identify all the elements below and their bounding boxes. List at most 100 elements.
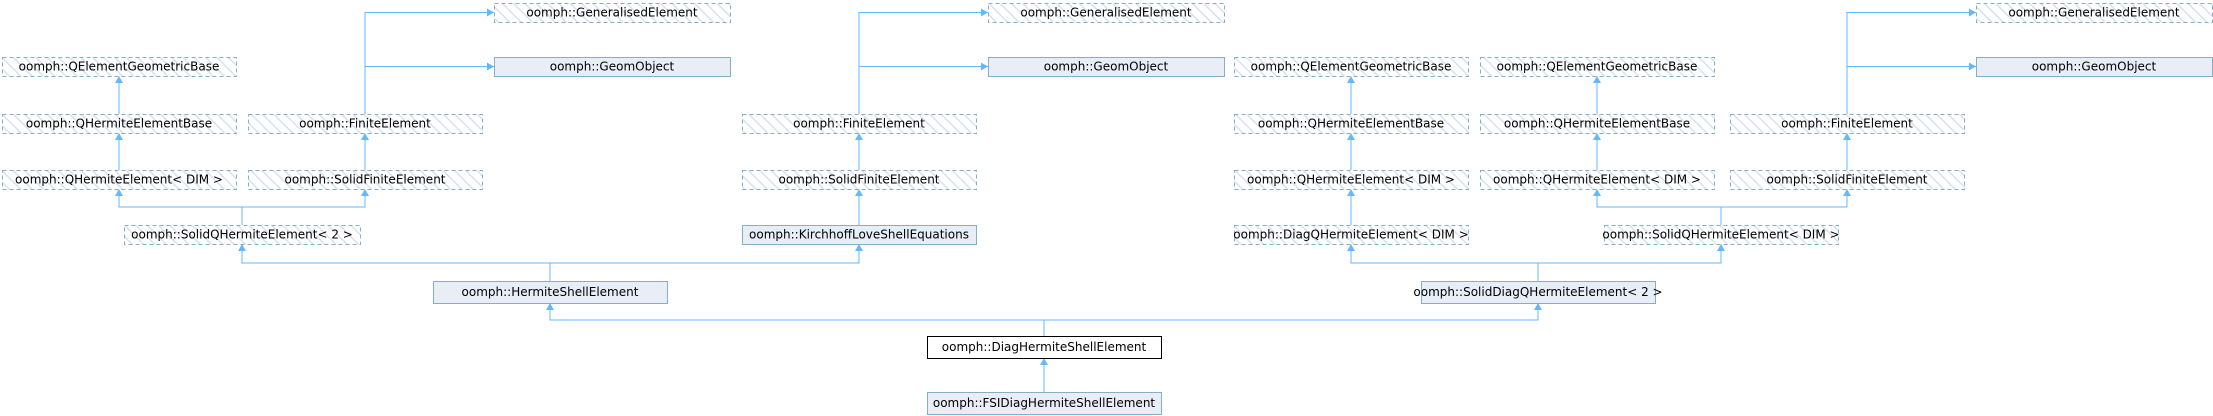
class-node-box [742,225,977,245]
class-node-label: oomph::QElementGeometricBase [19,60,220,74]
arrowhead-qheb2-to-qegb2 [1347,76,1355,83]
class-node-fe2[interactable]: oomph::FiniteElement [742,114,977,134]
class-node-ge2[interactable]: oomph::GeneralisedElement [988,3,1225,23]
class-node-label: oomph::FSIDiagHermiteShellElement [933,396,1156,410]
class-node-box [1234,225,1469,245]
class-node-dhse[interactable]: oomph::DiagHermiteShellElement [927,336,1162,359]
arrowhead-dqhe-to-qhe2 [1347,189,1355,196]
arrowhead-dhse-to-hse [546,303,554,310]
class-node-qhe1[interactable]: oomph::QHermiteElement< DIM > [2,170,237,190]
class-node-label: oomph::SolidQHermiteElement< 2 > [131,228,353,242]
arrowhead-qheb3-to-qegb3 [1593,76,1601,83]
class-node-box [1480,114,1715,134]
class-node-label: oomph::DiagHermiteShellElement [942,340,1147,354]
class-node-box [124,225,361,245]
class-node-label: oomph::SolidFiniteElement [779,173,940,187]
class-node-box [494,3,731,23]
class-node-go1[interactable]: oomph::GeomObject [494,57,731,77]
class-node-dqhe[interactable]: oomph::DiagQHermiteElement< DIM > [1233,225,1469,245]
arrowhead-klse-to-sfe2 [855,189,863,196]
class-node-box [742,170,977,190]
class-node-ge1[interactable]: oomph::GeneralisedElement [494,3,731,23]
arrowhead-sqhed-to-qhe3 [1593,189,1601,196]
class-node-label: oomph::DiagQHermiteElement< DIM > [1233,228,1468,242]
class-node-fe3[interactable]: oomph::FiniteElement [1730,114,1965,134]
class-node-sfe2[interactable]: oomph::SolidFiniteElement [742,170,977,190]
arrowhead-fe1-to-go1 [487,62,494,71]
class-node-box [433,281,668,304]
arrowhead-sfe1-to-fe1 [361,133,369,140]
edge-fe1-to-go1 [364,66,494,114]
inheritance-edges [115,8,1976,392]
edge-dhse-to-hse [549,303,1045,336]
edge-fe2-to-go2 [858,66,988,114]
class-node-qhe3[interactable]: oomph::QHermiteElement< DIM > [1480,170,1715,190]
edge-fe2-to-ge2 [858,12,988,114]
edge-sqhe2-to-qhe1 [118,189,243,225]
class-node-box [1604,225,1839,245]
class-node-sqhe2[interactable]: oomph::SolidQHermiteElement< 2 > [124,225,361,245]
class-node-label: oomph::QHermiteElementBase [1258,117,1444,131]
class-node-klse[interactable]: oomph::KirchhoffLoveShellEquations [742,225,977,245]
class-node-label: oomph::QHermiteElement< DIM > [1493,173,1701,187]
class-node-box [2,170,237,190]
arrowhead-fe1-to-ge1 [487,8,494,17]
class-node-box [1730,170,1965,190]
class-node-label: oomph::QElementGeometricBase [1251,60,1452,74]
class-node-label: oomph::GeomObject [1044,60,1169,74]
arrowhead-fsidhse-to-dhse [1040,358,1048,365]
arrowhead-sqhe2-to-qhe1 [115,189,123,196]
class-node-hse[interactable]: oomph::HermiteShellElement [433,281,668,304]
edge-fe1-to-ge1 [364,12,494,114]
class-node-box [1234,170,1469,190]
class-node-label: oomph::QHermiteElementBase [1504,117,1690,131]
class-node-qegb2[interactable]: oomph::QElementGeometricBase [1234,57,1469,77]
class-node-label: oomph::QElementGeometricBase [1497,60,1698,74]
class-node-fsidhse[interactable]: oomph::FSIDiagHermiteShellElement [927,392,1162,415]
class-node-box [1730,114,1965,134]
class-node-qegb1[interactable]: oomph::QElementGeometricBase [2,57,237,77]
class-node-fe1[interactable]: oomph::FiniteElement [248,114,483,134]
arrowhead-fe2-to-go2 [981,62,988,71]
class-node-qheb1[interactable]: oomph::QHermiteElementBase [2,114,237,134]
class-node-sdqhe2[interactable]: oomph::SolidDiagQHermiteElement< 2 > [1413,281,1663,304]
edge-sdqhe2-to-sqhed [1537,244,1722,281]
arrowhead-fe2-to-ge2 [981,8,988,17]
edge-sqhe2-to-sfe1 [241,189,366,225]
class-node-box [1421,281,1656,304]
class-node-label: oomph::SolidFiniteElement [285,173,446,187]
arrowhead-qhe1-to-qheb1 [115,133,123,140]
class-node-box [927,336,1162,359]
class-node-box [988,57,1225,77]
class-node-label: oomph::KirchhoffLoveShellEquations [749,228,969,242]
edge-hse-to-klse [549,244,860,281]
edge-dhse-to-sdqhe2 [1043,303,1539,336]
class-node-qheb3[interactable]: oomph::QHermiteElementBase [1480,114,1715,134]
arrowhead-dhse-to-sdqhe2 [1534,303,1542,310]
class-node-ge3[interactable]: oomph::GeneralisedElement [1976,3,2213,23]
class-node-qhe2[interactable]: oomph::QHermiteElement< DIM > [1234,170,1469,190]
edge-fe3-to-ge3 [1846,12,1976,114]
class-node-label: oomph::QHermiteElement< DIM > [15,173,223,187]
class-node-label: oomph::GeomObject [2032,60,2157,74]
class-node-sfe1[interactable]: oomph::SolidFiniteElement [248,170,483,190]
class-node-box [2,114,237,134]
class-node-box [2,57,237,77]
edge-sdqhe2-to-dqhe [1350,244,1539,281]
class-node-qegb3[interactable]: oomph::QElementGeometricBase [1480,57,1715,77]
class-node-qheb2[interactable]: oomph::QHermiteElementBase [1234,114,1469,134]
edge-sqhed-to-sfe3 [1720,189,1848,225]
edge-hse-to-sqhe2 [241,244,551,281]
class-node-sqhed[interactable]: oomph::SolidQHermiteElement< DIM > [1602,225,1840,245]
class-node-label: oomph::GeneralisedElement [526,6,698,20]
arrowhead-hse-to-sqhe2 [238,244,246,251]
class-node-sfe3[interactable]: oomph::SolidFiniteElement [1730,170,1965,190]
class-node-box [1480,170,1715,190]
class-node-go3[interactable]: oomph::GeomObject [1976,57,2213,77]
class-node-go2[interactable]: oomph::GeomObject [988,57,1225,77]
arrowhead-sqhe2-to-sfe1 [361,189,369,196]
class-nodes: oomph::GeneralisedElement oomph::Generali… [2,3,2213,415]
arrowhead-qheb1-to-qegb1 [115,76,123,83]
class-node-label: oomph::FiniteElement [1781,117,1913,131]
class-node-label: oomph::SolidFiniteElement [1767,173,1928,187]
